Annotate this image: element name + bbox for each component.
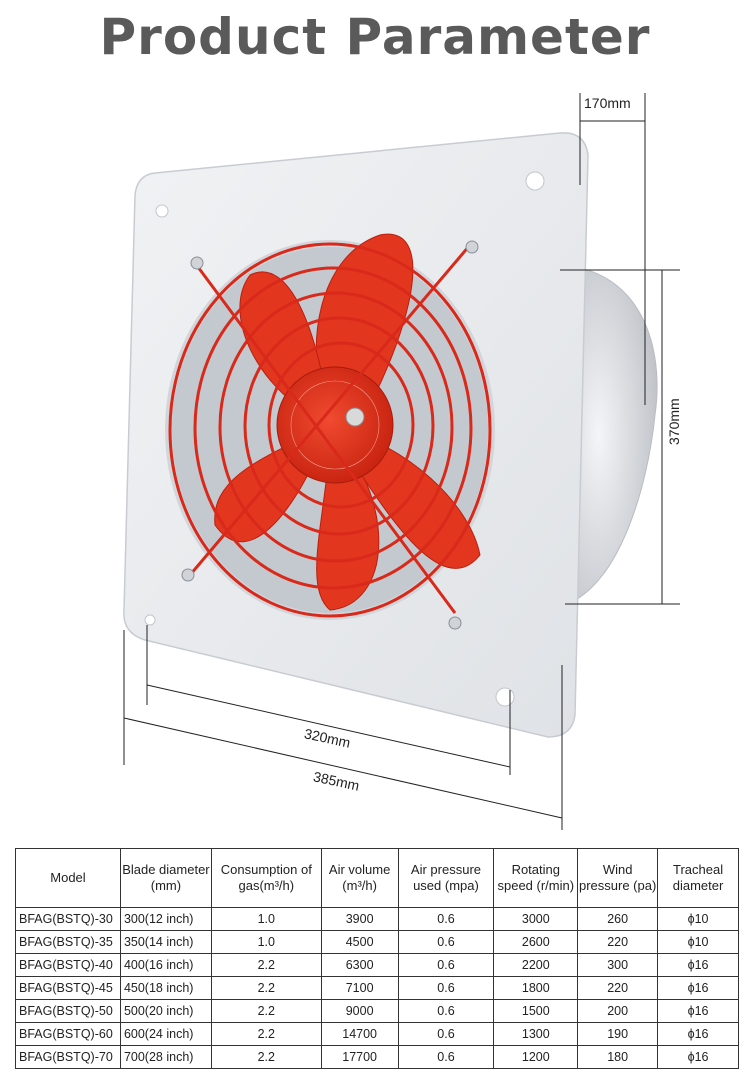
cell-blade: 450(18 inch) bbox=[119, 976, 212, 1000]
cell-model: BFAG(BSTQ)-30 bbox=[15, 907, 121, 931]
cell-air-pressure: 0.6 bbox=[397, 1045, 495, 1069]
header-air-volume: Air volume (m³/h) bbox=[320, 848, 399, 908]
table-row: BFAG(BSTQ)-70 700(28 inch) 2.2 17700 0.6… bbox=[15, 1045, 739, 1069]
cell-gas: 2.2 bbox=[210, 953, 322, 977]
cell-blade: 600(24 inch) bbox=[119, 1022, 212, 1046]
motor-housing bbox=[559, 264, 658, 606]
fan-hub bbox=[276, 366, 394, 484]
parameter-table: Model Blade diameter (mm) Consumption of… bbox=[15, 848, 739, 1069]
cell-blade: 300(12 inch) bbox=[119, 907, 212, 931]
header-air-pressure: Air pressure used (mpa) bbox=[397, 848, 495, 908]
cell-tracheal: ϕ16 bbox=[657, 976, 739, 1000]
cell-air-volume: 3900 bbox=[320, 907, 399, 931]
cell-blade: 400(16 inch) bbox=[119, 953, 212, 977]
protective-guard bbox=[168, 242, 492, 618]
cell-air-volume: 4500 bbox=[320, 930, 399, 954]
cell-speed: 2200 bbox=[493, 953, 579, 977]
cell-wind-pressure: 260 bbox=[577, 907, 659, 931]
cell-tracheal: ϕ16 bbox=[657, 953, 739, 977]
cell-speed: 2600 bbox=[493, 930, 579, 954]
table-row: BFAG(BSTQ)-45 450(18 inch) 2.2 7100 0.6 … bbox=[15, 976, 739, 1000]
cell-air-pressure: 0.6 bbox=[397, 1022, 495, 1046]
table-row: BFAG(BSTQ)-50 500(20 inch) 2.2 9000 0.6 … bbox=[15, 999, 739, 1023]
cell-wind-pressure: 190 bbox=[577, 1022, 659, 1046]
cell-speed: 1200 bbox=[493, 1045, 579, 1069]
header-rotating-speed: Rotating speed (r/min) bbox=[493, 848, 579, 908]
header-gas-consumption: Consumption of gas(m³/h) bbox=[210, 848, 322, 908]
cell-gas: 2.2 bbox=[210, 1022, 322, 1046]
cell-air-volume: 9000 bbox=[320, 999, 399, 1023]
cell-wind-pressure: 220 bbox=[577, 930, 659, 954]
cell-air-pressure: 0.6 bbox=[397, 953, 495, 977]
cell-air-volume: 6300 bbox=[320, 953, 399, 977]
table-row: BFAG(BSTQ)-60 600(24 inch) 2.2 14700 0.6… bbox=[15, 1022, 739, 1046]
depth-dimension-label: 170mm bbox=[584, 95, 631, 111]
cell-gas: 2.2 bbox=[210, 1045, 322, 1069]
cell-model: BFAG(BSTQ)-45 bbox=[15, 976, 121, 1000]
cell-gas: 1.0 bbox=[210, 907, 322, 931]
cell-wind-pressure: 180 bbox=[577, 1045, 659, 1069]
cell-model: BFAG(BSTQ)-35 bbox=[15, 930, 121, 954]
cell-speed: 1300 bbox=[493, 1022, 579, 1046]
cell-speed: 3000 bbox=[493, 907, 579, 931]
cell-wind-pressure: 200 bbox=[577, 999, 659, 1023]
table-header-row: Model Blade diameter (mm) Consumption of… bbox=[15, 848, 739, 908]
cell-blade: 350(14 inch) bbox=[119, 930, 212, 954]
guard-screws bbox=[181, 240, 479, 630]
cell-model: BFAG(BSTQ)-40 bbox=[15, 953, 121, 977]
cell-blade: 500(20 inch) bbox=[119, 999, 212, 1023]
page-title: Product Parameter bbox=[99, 8, 651, 66]
cell-tracheal: ϕ10 bbox=[657, 930, 739, 954]
cell-air-pressure: 0.6 bbox=[397, 976, 495, 1000]
cell-tracheal: ϕ16 bbox=[657, 1045, 739, 1069]
cell-air-pressure: 0.6 bbox=[397, 907, 495, 931]
header-tracheal-diameter: Tracheal diameter bbox=[657, 848, 739, 908]
fan-illustration bbox=[123, 93, 680, 830]
cell-wind-pressure: 300 bbox=[577, 953, 659, 977]
table-row: BFAG(BSTQ)-30 300(12 inch) 1.0 3900 0.6 … bbox=[15, 907, 739, 931]
table-row: BFAG(BSTQ)-40 400(16 inch) 2.2 6300 0.6 … bbox=[15, 953, 739, 977]
cell-gas: 2.2 bbox=[210, 976, 322, 1000]
header-blade-diameter: Blade diameter (mm) bbox=[119, 848, 212, 908]
cell-air-volume: 7100 bbox=[320, 976, 399, 1000]
cell-blade: 700(28 inch) bbox=[119, 1045, 212, 1069]
cell-model: BFAG(BSTQ)-60 bbox=[15, 1022, 121, 1046]
cell-air-pressure: 0.6 bbox=[397, 999, 495, 1023]
dimension-lines bbox=[123, 93, 680, 830]
cell-model: BFAG(BSTQ)-70 bbox=[15, 1045, 121, 1069]
cell-tracheal: ϕ16 bbox=[657, 999, 739, 1023]
fan-product-image: 170mm 370mm 320mm 385mm bbox=[0, 85, 750, 845]
cell-gas: 1.0 bbox=[210, 930, 322, 954]
cell-gas: 2.2 bbox=[210, 999, 322, 1023]
cell-air-pressure: 0.6 bbox=[397, 930, 495, 954]
cell-speed: 1500 bbox=[493, 999, 579, 1023]
cell-air-volume: 17700 bbox=[320, 1045, 399, 1069]
header-wind-pressure: Wind pressure (pa) bbox=[577, 848, 659, 908]
height-dimension-label: 370mm bbox=[666, 398, 682, 445]
cell-wind-pressure: 220 bbox=[577, 976, 659, 1000]
cell-tracheal: ϕ16 bbox=[657, 1022, 739, 1046]
table-row: BFAG(BSTQ)-35 350(14 inch) 1.0 4500 0.6 … bbox=[15, 930, 739, 954]
cell-model: BFAG(BSTQ)-50 bbox=[15, 999, 121, 1023]
cell-tracheal: ϕ10 bbox=[657, 907, 739, 931]
cell-air-volume: 14700 bbox=[320, 1022, 399, 1046]
header-model: Model bbox=[15, 848, 121, 908]
cell-speed: 1800 bbox=[493, 976, 579, 1000]
